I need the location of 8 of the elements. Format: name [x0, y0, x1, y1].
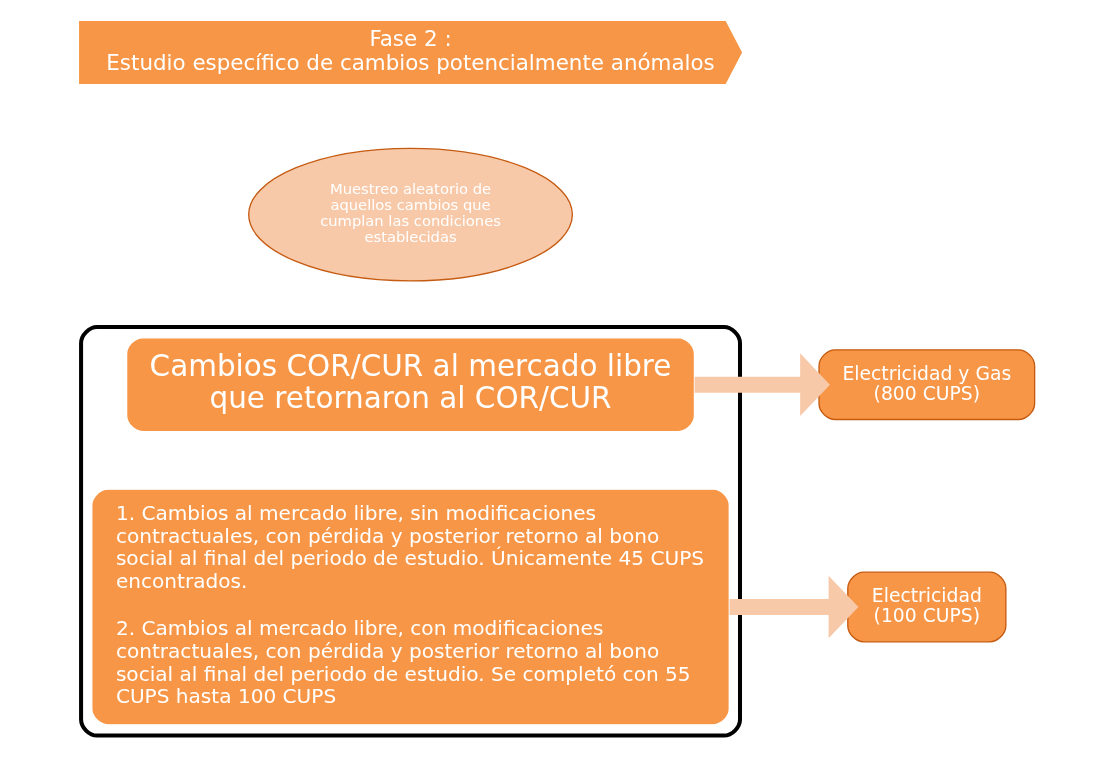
node-ellipse: Muestreo aleatorio de aquellos cambios que cumplan las condiciones establecidas	[247, 147, 573, 282]
node-box: Electricidad (100 CUPS)	[846, 571, 1006, 643]
node-box: 1. Cambios al mercado libre, sin modificaciones contractuales, con pérdida y posterior retorno al bono social al final del periodo de estudio. Únicamente 45 CUPS encontrados. 2. Cambios al mercado libre, con modificaciones contractuales, con pérdida y posterior retorno al bono social al final del periodo de estudio. Se completó con 55 CUPS hasta 100 CUPS	[90, 488, 730, 726]
arrow	[694, 353, 830, 417]
node-box: Cambios COR/CUR al mercado libre que retornaron al COR/CUR	[125, 337, 695, 433]
cluster	[78, 325, 742, 738]
arrow	[729, 575, 858, 639]
node-box: Electricidad y Gas (800 CUPS)	[817, 349, 1035, 421]
